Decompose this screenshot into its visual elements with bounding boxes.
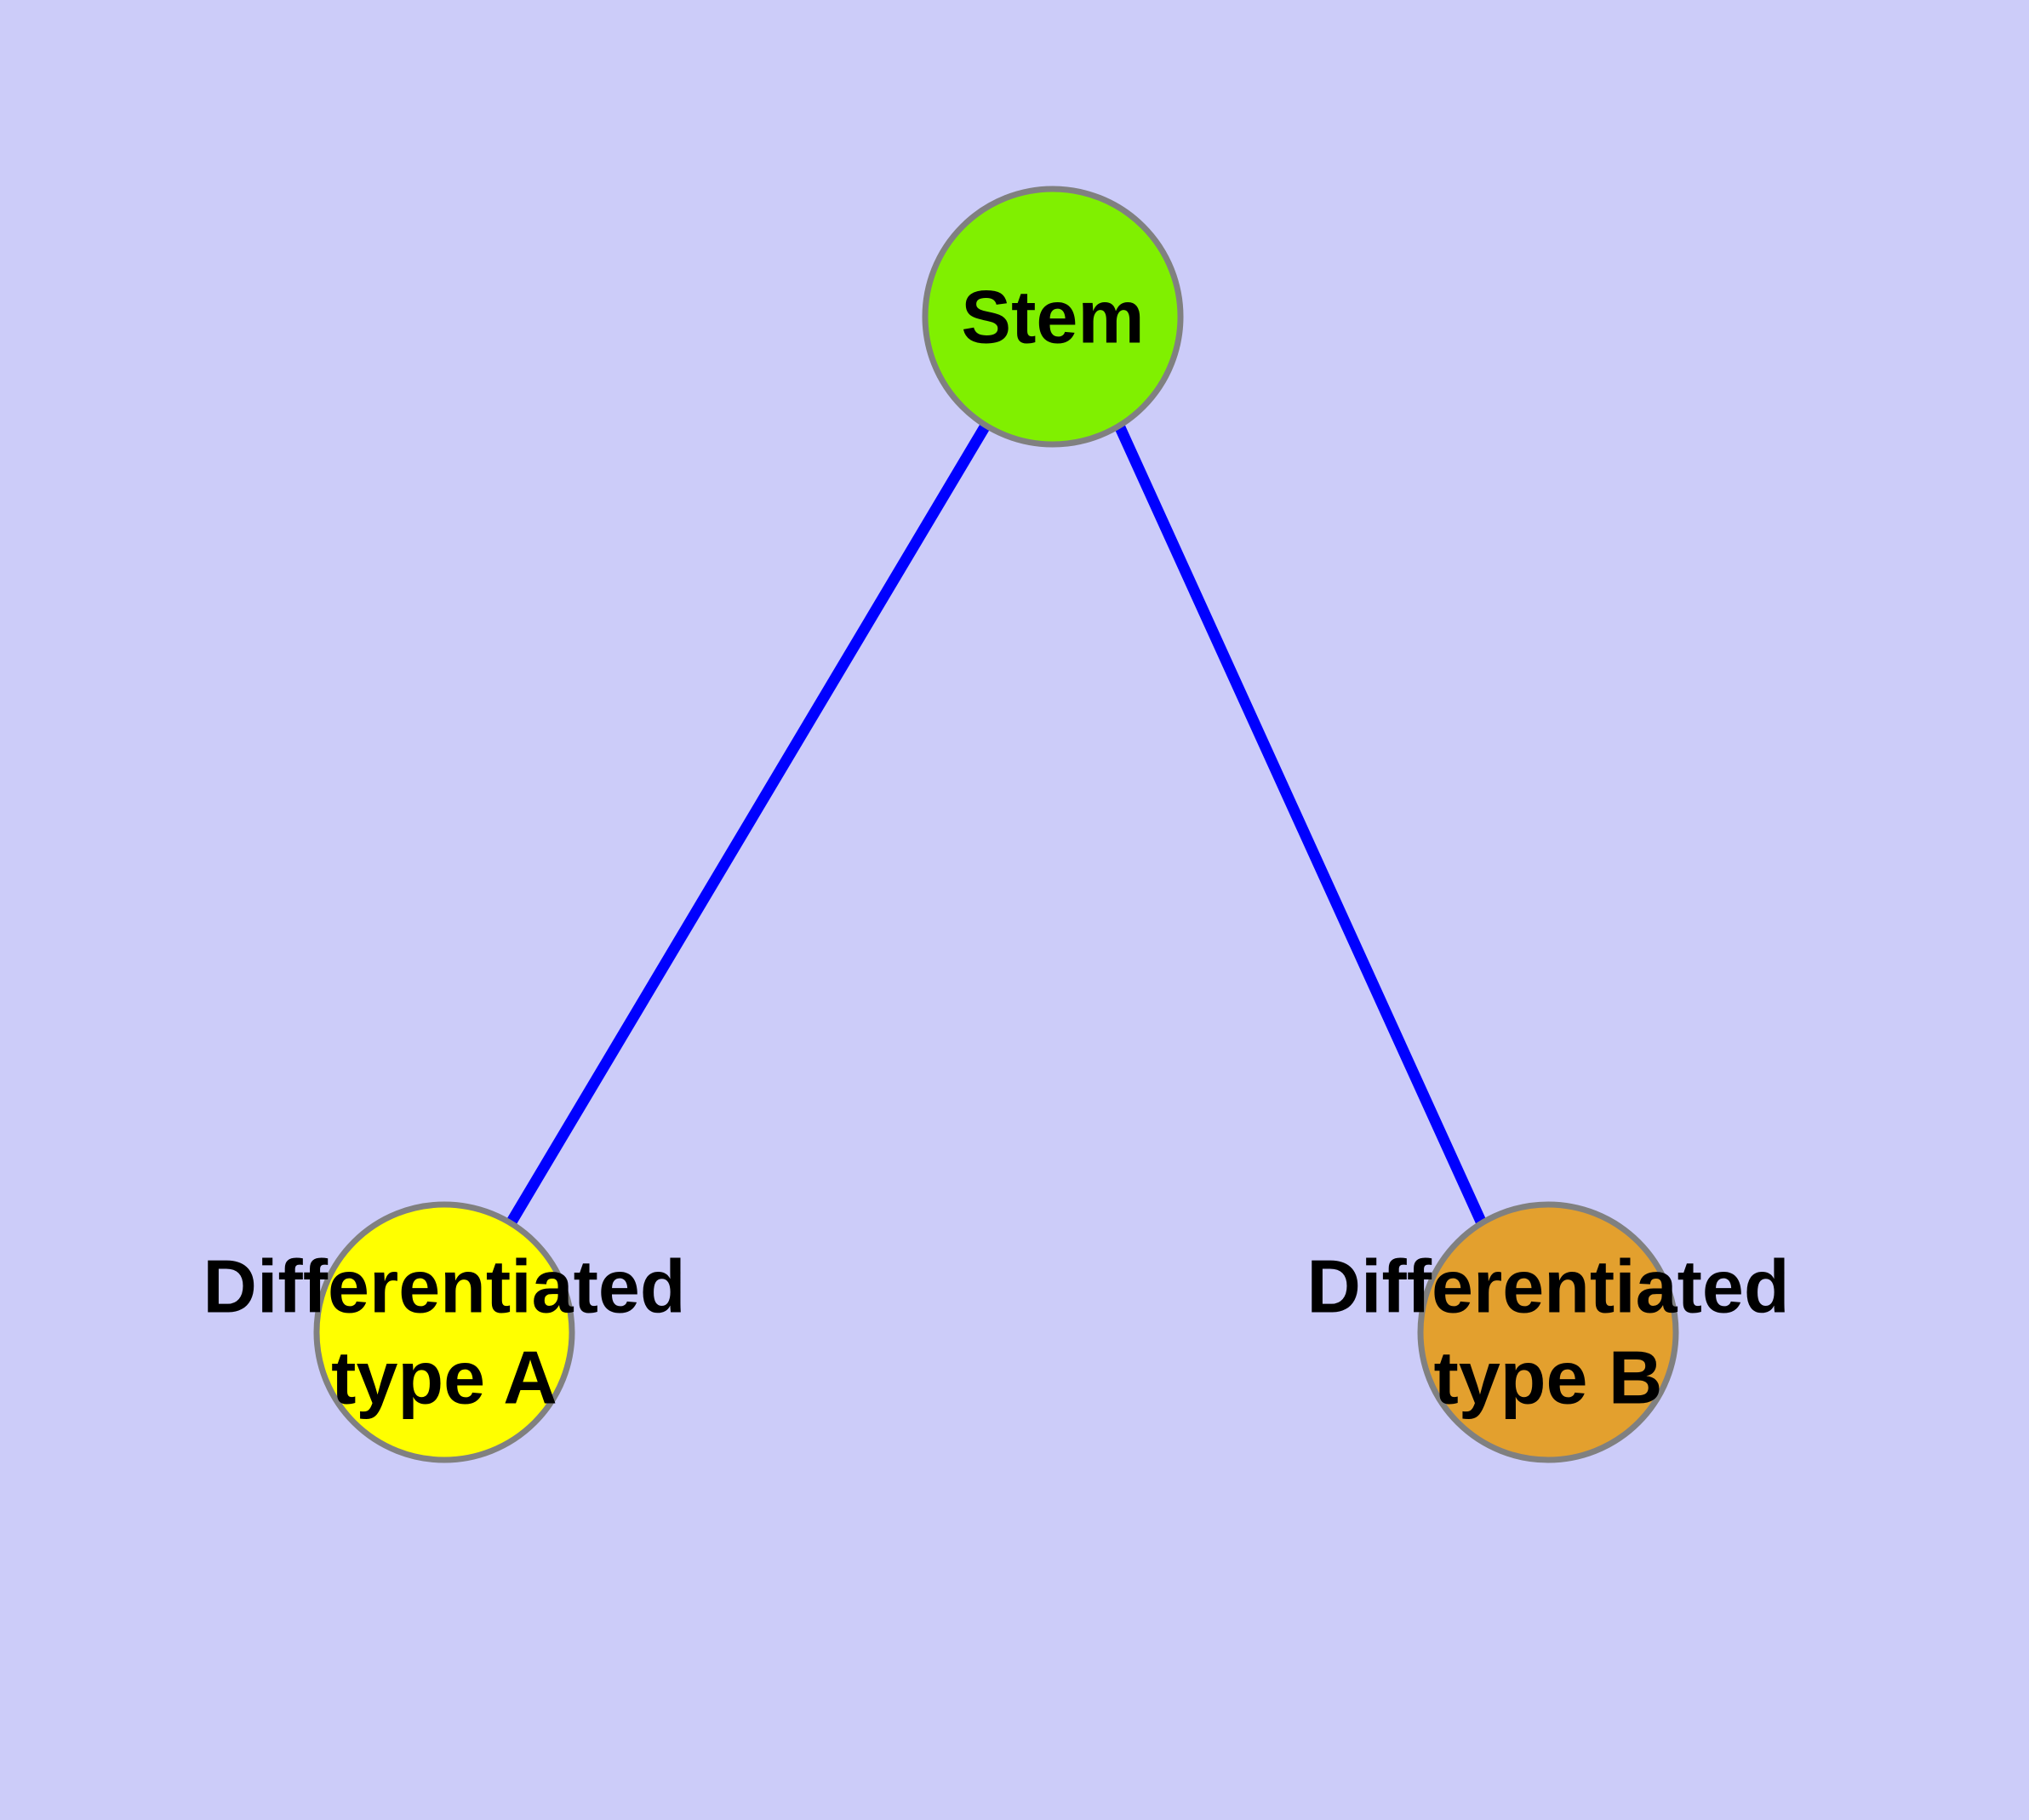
edge-stem-to-diff-b[interactable] [1114, 423, 1487, 1226]
node-differentiated-type-b[interactable] [1417, 1201, 1679, 1463]
node-stem[interactable] [922, 186, 1184, 448]
edge-layer [506, 422, 1487, 1227]
node-differentiated-type-a[interactable] [313, 1201, 575, 1463]
edge-stem-to-diff-a[interactable] [506, 422, 991, 1227]
node-layer [313, 186, 1679, 1463]
